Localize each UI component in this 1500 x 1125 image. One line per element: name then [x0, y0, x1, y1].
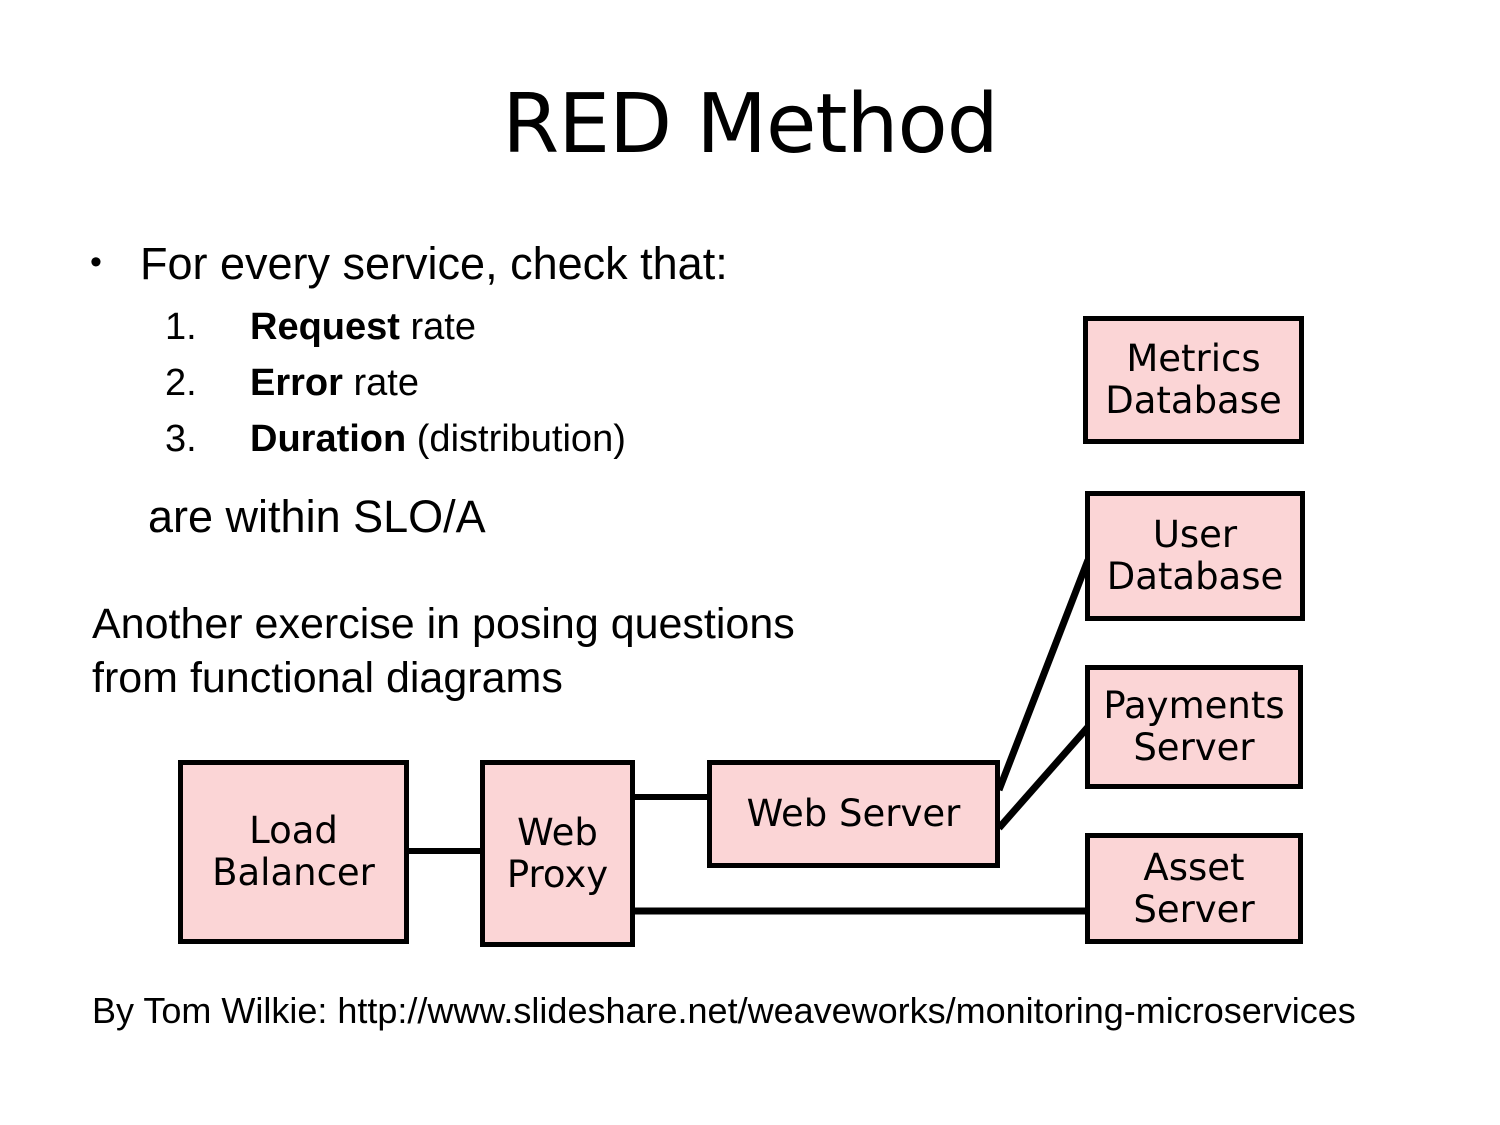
numbered-item-2: 2. Error rate [90, 364, 930, 402]
numbered-item-1-label: Request rate [250, 308, 930, 346]
numbered-item-3-strong: Duration [250, 418, 407, 461]
body-paragraph: Another exercise in posing questions fro… [92, 598, 972, 706]
node-web-proxy[interactable]: Web Proxy [480, 760, 635, 947]
numbered-item-3-label: Duration (distribution) [250, 420, 930, 458]
numbered-item-2-label: Error rate [250, 364, 930, 402]
numbered-item-1-number: 1. [165, 306, 197, 349]
page-title: RED Method [502, 77, 999, 172]
body-paragraph-line-2: from functional diagrams [92, 653, 563, 702]
numbered-item-2-strong: Error [250, 362, 343, 405]
numbered-item-2-rest: rate [342, 362, 419, 405]
numbered-item-3-rest: (distribution) [406, 418, 626, 461]
node-load-balancer[interactable]: Load Balancer [178, 760, 409, 944]
edge-web-server-to-payments-server [996, 724, 1091, 831]
node-asset-server[interactable]: Asset Server [1085, 833, 1303, 944]
bullet-level1-label: For every service, check that: [140, 238, 728, 289]
body-paragraph-line-1: Another exercise in posing questions [92, 600, 795, 648]
numbered-item-1: 1. Request rate [90, 308, 930, 346]
bullet-list: • For every service, check that: 1. Requ… [90, 238, 930, 539]
attribution-text: By Tom Wilkie: http://www.slideshare.net… [92, 990, 1356, 1031]
node-user-database[interactable]: User Database [1085, 491, 1305, 621]
bullet-level1-item: • For every service, check that: [90, 238, 930, 290]
numbered-item-3-number: 3. [165, 418, 197, 461]
bullet-closing-line: are within SLO/A [148, 491, 486, 543]
node-payments-server[interactable]: Payments Server [1085, 665, 1303, 789]
numbered-item-2-number: 2. [165, 362, 197, 405]
edge-web-server-to-user-database [995, 558, 1092, 792]
node-metrics-database[interactable]: Metrics Database [1083, 316, 1304, 444]
node-web-server[interactable]: Web Server [707, 760, 1000, 868]
numbered-item-1-strong: Request [250, 306, 400, 349]
numbered-item-1-rest: rate [399, 306, 476, 349]
numbered-item-3: 3. Duration (distribution) [90, 420, 930, 458]
bullet-marker-icon: • [90, 243, 102, 281]
